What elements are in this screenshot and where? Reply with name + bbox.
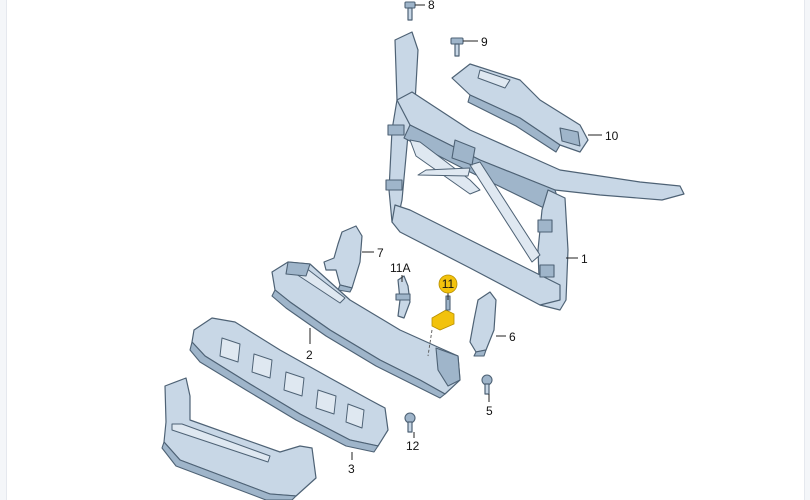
- part-1-lock-carrier[interactable]: [385, 31, 685, 311]
- part-11-sensor[interactable]: [427, 295, 455, 357]
- part-11a-bracket[interactable]: [395, 275, 411, 319]
- callout-8: 8: [428, 0, 435, 12]
- callout-11: 11: [442, 277, 455, 291]
- part-3-energy-absorber[interactable]: [189, 317, 389, 453]
- part-8-screw[interactable]: [404, 1, 416, 21]
- callout-9: 9: [481, 35, 488, 49]
- callout-12: 12: [406, 439, 420, 453]
- part-12-bolt[interactable]: [404, 412, 416, 433]
- left-edge-bar: [0, 0, 7, 500]
- right-edge-bar: [804, 0, 810, 500]
- callout-3: 3: [348, 462, 355, 476]
- part-9-bolt[interactable]: [450, 37, 464, 57]
- part-10-air-guide[interactable]: [451, 63, 589, 153]
- callout-10: 10: [605, 129, 619, 143]
- part-7-bracket[interactable]: [323, 225, 363, 293]
- callout-6: 6: [509, 330, 516, 344]
- part-2-impact-beam[interactable]: [271, 261, 461, 399]
- part-5-bolt[interactable]: [481, 374, 493, 395]
- lower-air-deflector: [161, 377, 317, 500]
- callout-5: 5: [486, 404, 493, 418]
- callout-1: 1: [581, 252, 588, 266]
- callout-7: 7: [377, 246, 384, 260]
- leader-lines: [309, 4, 602, 460]
- callout-11a: 11A: [390, 261, 410, 275]
- callout-11-highlight: [438, 274, 458, 294]
- callout-2: 2: [306, 348, 313, 362]
- part-6-bracket[interactable]: [469, 291, 497, 357]
- callout-labels: 8 9 10 1 7 11A 11 6 2 5 12 3: [306, 0, 619, 476]
